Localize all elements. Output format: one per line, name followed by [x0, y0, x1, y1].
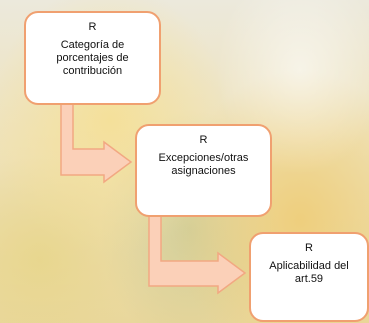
step-label: Excepciones/otras asignaciones [158, 152, 249, 177]
bent-arrow-2 [148, 215, 247, 295]
step-letter: R [199, 134, 208, 146]
step-box-2: R Excepciones/otras asignaciones [135, 124, 272, 217]
step-box-1: R Categoría de porcentajes de contribuci… [24, 11, 161, 105]
step-label: Categoría de porcentajes de contribución [56, 39, 129, 77]
bent-arrow-1 [60, 103, 133, 184]
step-label: Aplicabilidad del art.59 [269, 260, 349, 285]
step-box-3: R Aplicabilidad del art.59 [249, 232, 369, 322]
step-letter: R [88, 21, 97, 33]
step-letter: R [305, 242, 313, 254]
